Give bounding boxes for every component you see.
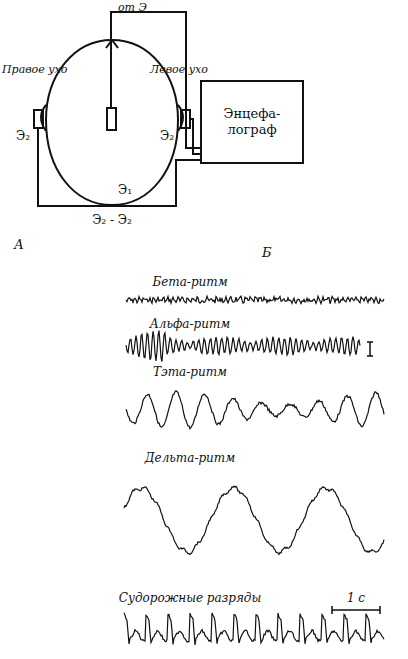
panel-letter: А xyxy=(14,238,24,252)
ear-label: Правое ухо xyxy=(2,64,67,76)
alpha-trace xyxy=(126,331,360,362)
time-scale-bar xyxy=(332,606,380,614)
rhythm-name: Тэта-ритм xyxy=(153,366,227,379)
wire-e1 xyxy=(111,12,200,148)
amplitude-scale-bar xyxy=(367,342,373,356)
setup-drawing xyxy=(34,12,200,206)
delta-trace xyxy=(124,486,384,554)
electrode-label: Э₂ xyxy=(160,130,174,143)
seizure-trace xyxy=(124,613,384,645)
electrode-e1 xyxy=(107,108,116,130)
electrode-e2-right xyxy=(34,110,43,128)
rhythm-name: Бета-ритм xyxy=(152,276,227,289)
wire-e2-right xyxy=(38,128,200,206)
rhythm-name: Дельта-ритм xyxy=(145,452,235,465)
ear-label: Левое ухо xyxy=(150,64,208,76)
theta-trace xyxy=(126,391,384,429)
wire-label: от Э xyxy=(118,2,147,14)
scale-label: 1 с xyxy=(347,592,365,605)
panel-letter: Б xyxy=(262,246,272,260)
beta-trace xyxy=(126,296,384,304)
device-name: Энцефа- лограф xyxy=(202,106,302,139)
device-box: Энцефа- лограф xyxy=(200,80,304,164)
electrode-label: Э₁ xyxy=(118,184,132,197)
wire-label: Э₂ - Э₂ xyxy=(92,214,132,227)
ears xyxy=(41,105,183,131)
rhythm-name: Судорожные разряды xyxy=(119,592,262,605)
electrode-label: Э₂ xyxy=(16,130,30,143)
wire-e2-left xyxy=(190,119,200,154)
rhythm-name: Альфа-ритм xyxy=(150,318,231,331)
